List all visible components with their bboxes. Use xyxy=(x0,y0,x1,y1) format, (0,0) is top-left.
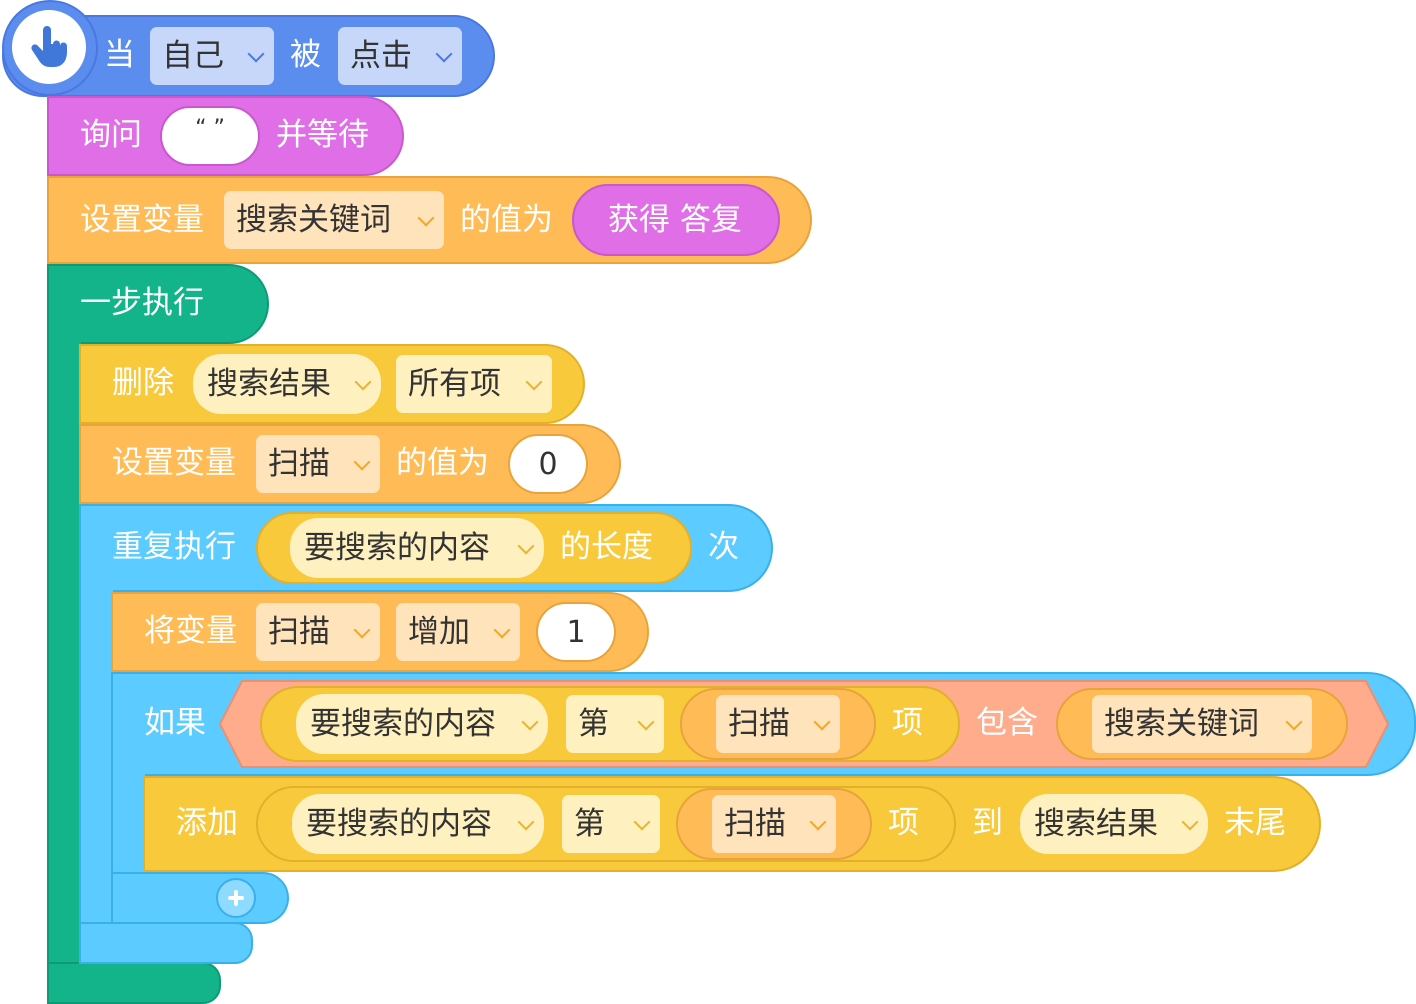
chevron-down-icon xyxy=(1285,713,1303,731)
hat-target-dropdown[interactable]: 自己 xyxy=(150,27,274,85)
repeat-list-dropdown[interactable]: 要搜索的内容 xyxy=(290,518,544,578)
hat-is-label: 被 xyxy=(290,37,321,73)
change-scan-variable-text: 扫描 xyxy=(268,613,330,650)
if-list-dropdown[interactable]: 要搜索的内容 xyxy=(296,694,548,754)
change-scan-value-input[interactable]: 1 xyxy=(536,602,616,662)
set-scan-value-input[interactable]: 0 xyxy=(508,434,588,494)
chevron-down-icon xyxy=(435,45,453,63)
add-list-text: 要搜索的内容 xyxy=(306,805,492,842)
delete-which-dropdown[interactable]: 所有项 xyxy=(396,355,552,413)
add-index-variable-dropdown[interactable]: 扫描 xyxy=(712,795,836,853)
add-index-variable-text: 扫描 xyxy=(724,805,786,842)
hand-pointer-icon xyxy=(12,10,86,84)
change-scan-value-text: 1 xyxy=(566,614,586,650)
add-item-label: 项 xyxy=(888,805,919,841)
add-end-label: 末尾 xyxy=(1224,805,1286,841)
if-nth-dropdown[interactable]: 第 xyxy=(566,695,664,753)
repeat-times-label: 次 xyxy=(708,529,739,565)
hat-event-dropdown[interactable]: 点击 xyxy=(338,27,462,85)
if-index-variable-dropdown[interactable]: 扫描 xyxy=(716,695,840,753)
add-target-list-text: 搜索结果 xyxy=(1034,805,1158,842)
add-nth-dropdown[interactable]: 第 xyxy=(562,795,660,853)
get-answer-text: 获得 答复 xyxy=(608,202,742,238)
delete-list-text: 搜索结果 xyxy=(207,365,331,402)
set-keyword-value-to-label: 的值为 xyxy=(460,202,553,238)
if-keyword-variable-text: 搜索关键词 xyxy=(1104,705,1259,742)
if-bottom xyxy=(111,872,289,924)
set-keyword-variable-text: 搜索关键词 xyxy=(236,201,391,238)
set-scan-variable-text: 扫描 xyxy=(268,445,330,482)
change-scan-op-dropdown[interactable]: 增加 xyxy=(396,603,520,661)
set-scan-label: 设置变量 xyxy=(112,445,236,481)
repeat-length-of-label: 的长度 xyxy=(560,529,653,565)
delete-list-dropdown[interactable]: 搜索结果 xyxy=(193,354,381,414)
set-scan-value-to-label: 的值为 xyxy=(396,445,489,481)
if-label: 如果 xyxy=(144,705,206,741)
hat-when-label: 当 xyxy=(104,37,135,73)
hat-target-text: 自己 xyxy=(162,37,224,74)
if-contains-label: 包含 xyxy=(976,705,1038,741)
chevron-down-icon xyxy=(417,209,435,227)
set-keyword-label: 设置变量 xyxy=(80,202,204,238)
add-nth-text: 第 xyxy=(574,805,605,842)
repeat-label: 重复执行 xyxy=(112,529,236,565)
change-scan-op-text: 增加 xyxy=(408,613,470,650)
add-label: 添加 xyxy=(176,805,238,841)
step-exec-label: 一步执行 xyxy=(80,285,204,321)
chevron-down-icon xyxy=(247,45,265,63)
set-scan-variable-dropdown[interactable]: 扫描 xyxy=(256,435,380,493)
if-nth-text: 第 xyxy=(578,705,609,742)
change-scan-variable-dropdown[interactable]: 扫描 xyxy=(256,603,380,661)
repeat-list-text: 要搜索的内容 xyxy=(304,529,490,566)
chevron-down-icon xyxy=(637,713,655,731)
chevron-down-icon xyxy=(353,453,371,471)
ask-wait-label: 并等待 xyxy=(276,117,369,153)
if-list-text: 要搜索的内容 xyxy=(310,705,496,742)
chevron-down-icon xyxy=(521,713,539,731)
ask-question-input[interactable]: “ ” xyxy=(160,106,260,166)
step-exec-arm xyxy=(47,334,81,974)
delete-which-text: 所有项 xyxy=(408,365,501,402)
if-keyword-variable-dropdown[interactable]: 搜索关键词 xyxy=(1092,695,1312,753)
set-keyword-variable-dropdown[interactable]: 搜索关键词 xyxy=(224,191,444,249)
chevron-down-icon xyxy=(525,373,543,391)
chevron-down-icon xyxy=(354,373,372,391)
chevron-down-icon xyxy=(517,537,535,555)
if-index-variable-text: 扫描 xyxy=(728,705,790,742)
chevron-down-icon xyxy=(517,813,535,831)
ask-label: 询问 xyxy=(80,117,142,153)
step-exec-block[interactable] xyxy=(47,264,269,344)
chevron-down-icon xyxy=(1181,813,1199,831)
chevron-down-icon xyxy=(633,813,651,831)
ask-question-text: “ ” xyxy=(195,116,225,141)
set-scan-value-text: 0 xyxy=(538,446,558,482)
get-answer-reporter[interactable]: 获得 答复 xyxy=(572,184,780,256)
step-exec-bottom xyxy=(47,962,221,1004)
add-list-dropdown[interactable]: 要搜索的内容 xyxy=(292,794,544,854)
add-target-list-dropdown[interactable]: 搜索结果 xyxy=(1020,794,1208,854)
delete-label: 删除 xyxy=(112,365,174,401)
change-scan-label: 将变量 xyxy=(144,613,237,649)
hat-event-text: 点击 xyxy=(350,37,412,74)
plus-icon xyxy=(228,890,244,906)
add-to-label: 到 xyxy=(972,805,1003,841)
chevron-down-icon xyxy=(809,813,827,831)
chevron-down-icon xyxy=(493,621,511,639)
if-item-label: 项 xyxy=(892,705,923,741)
chevron-down-icon xyxy=(353,621,371,639)
repeat-arm xyxy=(79,586,113,926)
add-else-button[interactable] xyxy=(216,878,256,918)
chevron-down-icon xyxy=(813,713,831,731)
repeat-bottom xyxy=(79,922,253,964)
